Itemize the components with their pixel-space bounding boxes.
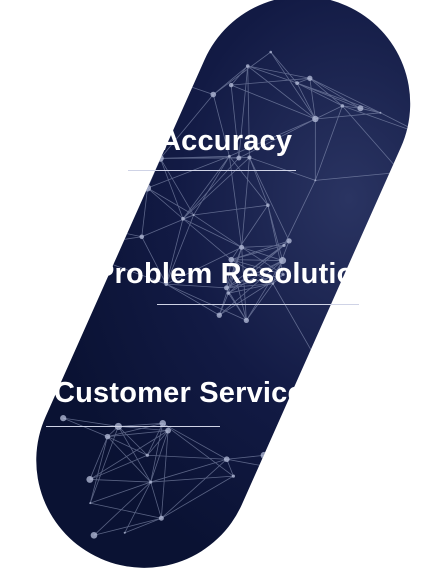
divider-accuracy bbox=[128, 170, 296, 171]
item-label-problem-resolution: Problem Resolution bbox=[95, 258, 373, 290]
divider-customer-service bbox=[46, 426, 220, 427]
divider-problem-resolution bbox=[157, 304, 359, 305]
item-label-customer-service: Customer Service bbox=[54, 377, 304, 409]
item-label-accuracy: Accuracy bbox=[160, 125, 293, 157]
